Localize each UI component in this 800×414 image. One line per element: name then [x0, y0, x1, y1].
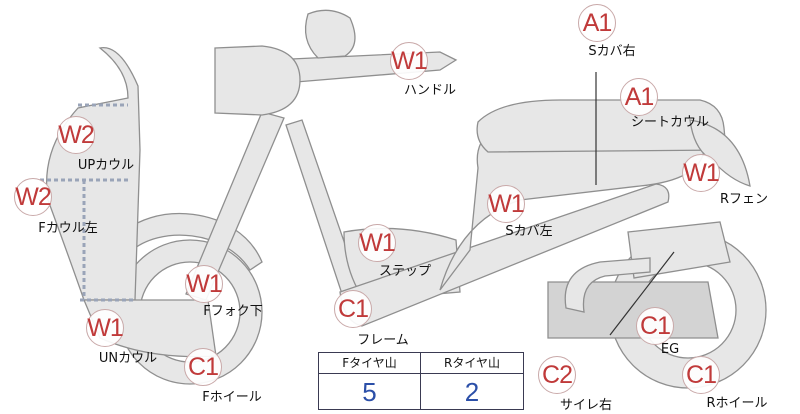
code-badge-s-cover-left: W1	[487, 185, 525, 223]
label-r-wheel: Rホイール	[706, 396, 768, 411]
rear-tread-value: 2	[464, 377, 480, 407]
code-badge-f-fork-lower: W1	[185, 265, 223, 303]
label-muffler-right: サイレ右	[559, 398, 613, 413]
label-f-wheel: Fホイール	[202, 390, 262, 405]
label-s-cover-left: Sカバ左	[505, 224, 553, 239]
label-engine: EG	[660, 342, 680, 357]
label-step: ステップ	[378, 264, 432, 279]
rear-fender	[689, 119, 751, 187]
headlight	[214, 45, 301, 116]
seat	[476, 99, 727, 153]
code-badge-engine: C1	[636, 307, 674, 345]
label-f-fork-lower: Fフォク下	[203, 304, 263, 319]
code-badge-r-fender: W1	[682, 154, 720, 192]
label-seat-cowl: シートカウル	[630, 115, 710, 130]
code-badge-frame: C1	[334, 290, 372, 328]
code-badge-un-cowl: W1	[86, 309, 124, 347]
code-badge-handle: W1	[390, 42, 428, 80]
panel-seam-lines	[40, 103, 135, 302]
code-badge-muffler-right: C2	[538, 356, 576, 394]
rear-tread-header: Rタイヤ山	[421, 353, 523, 374]
front-tread-value: 5	[319, 374, 421, 410]
label-s-cover-right: Sカバ右	[588, 44, 636, 59]
label-handle: ハンドル	[403, 83, 457, 98]
label-f-cowl-left: Fカウル左	[38, 221, 98, 236]
label-r-fender: Rフェン	[719, 192, 769, 207]
label-up-cowl: UPカウル	[77, 158, 135, 173]
leader-engine	[609, 251, 675, 336]
code-badge-up-cowl: W2	[57, 116, 95, 154]
code-badge-step: W1	[358, 224, 396, 262]
engine-block	[547, 281, 719, 339]
mirror	[304, 9, 356, 59]
code-badge-r-wheel: C1	[682, 356, 720, 394]
front-tread-header: Fタイヤ山	[319, 353, 421, 374]
front-cowl	[45, 47, 141, 301]
muffler	[564, 257, 651, 313]
code-badge-f-wheel: C1	[184, 348, 222, 386]
code-badge-f-cowl-left: W2	[14, 178, 52, 216]
code-badge-seat-cowl: A1	[620, 78, 658, 116]
label-un-cowl: UNカウル	[98, 351, 158, 366]
label-frame: フレーム	[357, 333, 409, 348]
tire-tread-table: Fタイヤ山 Rタイヤ山 5 2	[318, 352, 524, 410]
code-badge-s-cover-right: A1	[578, 4, 616, 42]
